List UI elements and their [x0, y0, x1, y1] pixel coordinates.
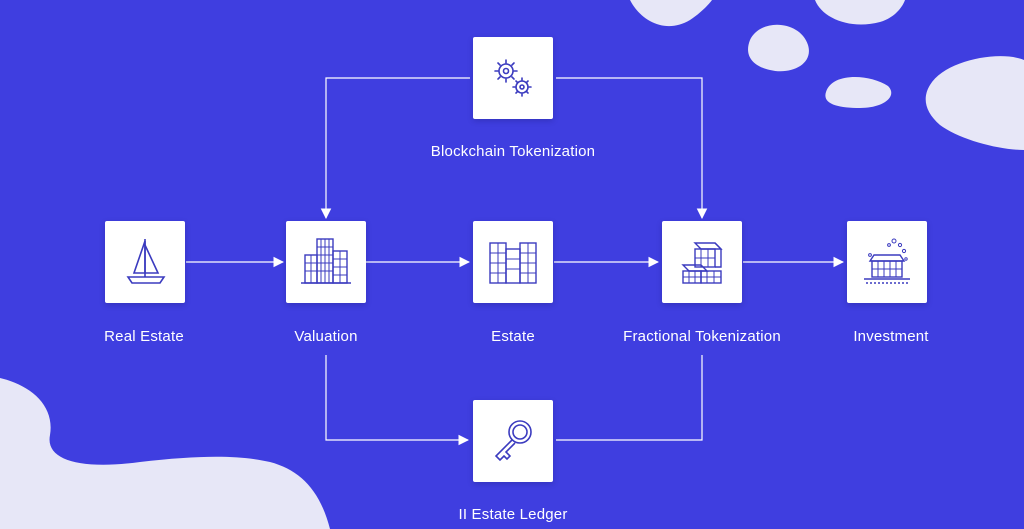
connectors — [186, 77, 845, 446]
investment-label: Investment — [853, 328, 929, 345]
investment-node[interactable] — [847, 221, 927, 303]
connector-blockchain-to-valuation — [320, 77, 470, 220]
top-right-blob — [815, 0, 905, 25]
blockchain-label: Blockchain Tokenization — [430, 143, 596, 160]
ledger-label: II Estate Ledger — [458, 506, 568, 523]
right-blob-small — [748, 24, 809, 72]
bottom-left-blob — [0, 378, 330, 529]
ledger-node[interactable] — [473, 400, 553, 482]
key-icon — [494, 420, 532, 462]
storage-grid-icon — [489, 242, 537, 284]
office-building-icon — [301, 238, 351, 284]
connector-blockchain-to-fractional — [556, 77, 708, 220]
stacked-blocks-icon — [681, 242, 723, 284]
blockchain-node[interactable] — [473, 37, 553, 119]
real-estate-node[interactable] — [105, 221, 185, 303]
property-investment-icon — [864, 238, 910, 284]
valuation-node[interactable] — [286, 221, 366, 303]
valuation-label: Valuation — [294, 328, 358, 345]
right-blob-medium — [825, 76, 892, 108]
connector-ledger-to-fractional — [556, 355, 703, 441]
fractional-node[interactable] — [662, 221, 742, 303]
real-estate-label: Real Estate — [104, 328, 184, 345]
estate-label: Estate — [491, 328, 535, 345]
connector-valuation-to-ledger — [325, 355, 470, 446]
gears-icon — [494, 59, 532, 97]
estate-node[interactable] — [473, 221, 553, 303]
sailboat-icon — [126, 239, 166, 284]
right-blob-large — [925, 56, 1024, 150]
fractional-label: Fractional Tokenization — [623, 328, 781, 345]
top-blob — [630, 0, 712, 27]
